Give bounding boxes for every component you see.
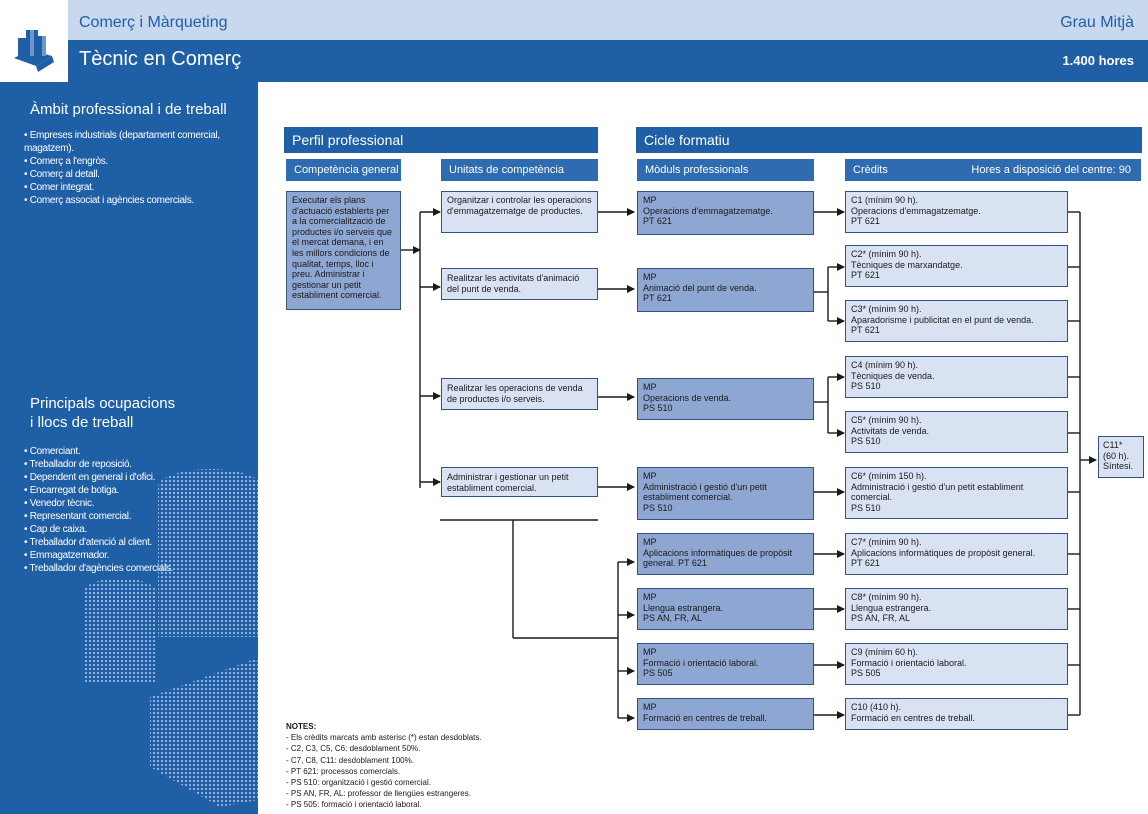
ocupacio-item: Encarregat de botiga.: [24, 484, 244, 497]
credit-text: C7* (mínim 90 h). Aplicacions informàtiq…: [851, 537, 1036, 569]
ambit-item: Comer integrat.: [24, 181, 244, 194]
column-credits: Crèdits Hores a disposició del centre: 9…: [845, 159, 1141, 181]
ocupacions-heading-2: i llocs de treball: [30, 414, 134, 431]
credit-text: C2* (mínim 90 h). Tècniques de marxandat…: [851, 249, 963, 281]
note-line: - PS AN, FR, AL: professor de llengües e…: [286, 789, 471, 799]
unitat-box: Realitzar les operacions de venda de pro…: [441, 378, 598, 410]
competencia-general-box: Executar els plans d'actuació establerts…: [286, 191, 401, 310]
total-hours: 1.400 hores: [1062, 53, 1134, 68]
credit-box: C9 (mínim 60 h). Formació i orientació l…: [845, 643, 1068, 685]
unitat-box: Realitzar les activitats d'animació del …: [441, 268, 598, 300]
ocupacio-item: Treballador de reposició.: [24, 458, 244, 471]
hores-centre-label: Hores a disposició del centre: 90: [971, 164, 1131, 176]
modul-text: MP Animació del punt de venda. PT 621: [643, 272, 757, 304]
modul-box: MP Animació del punt de venda. PT 621: [637, 268, 814, 312]
credit-text: C10 (410 h). Formació en centres de treb…: [851, 702, 976, 723]
app-title: Comerç i Màrqueting: [79, 14, 228, 31]
credit-box: C1 (mínim 90 h). Operacions d'emmagatzem…: [845, 191, 1068, 233]
column-moduls-professionals: Mòduls professionals: [637, 159, 814, 181]
credit-text: C4 (mínim 90 h). Tècniques de venda. PS …: [851, 360, 935, 392]
credit-box: C8* (mínim 90 h). Llengua estrangera. PS…: [845, 588, 1068, 630]
column-competencia-general: Competència general: [286, 159, 401, 181]
ocupacio-item: Comerciant.: [24, 445, 244, 458]
modul-box: MP Operacions d'emmagatzematge. PT 621: [637, 191, 814, 235]
modul-box: MP Llengua estrangera. PS AN, FR, AL: [637, 588, 814, 630]
ambit-heading: Àmbit professional i de treball: [30, 101, 227, 118]
credit-box: C4 (mínim 90 h). Tècniques de venda. PS …: [845, 356, 1068, 398]
modul-text: MP Operacions d'emmagatzematge. PT 621: [643, 195, 773, 227]
left-panel: Àmbit professional i de treball Empreses…: [0, 82, 258, 814]
modul-box: MP Formació i orientació laboral. PS 505: [637, 643, 814, 685]
note-line: - Els crèdits marcats amb asterisc (*) e…: [286, 733, 482, 743]
credit-text: C3* (mínim 90 h). Aparadorisme i publici…: [851, 304, 1034, 336]
unitat-box: Administrar i gestionar un petit establi…: [441, 467, 598, 497]
credit-box: C3* (mínim 90 h). Aparadorisme i publici…: [845, 300, 1068, 342]
section-cicle-formatiu: Cicle formatiu: [636, 127, 1142, 153]
ambit-item: Empreses industrials (departament comerc…: [24, 129, 244, 155]
ocupacio-item: Emmagatzemador.: [24, 549, 244, 562]
modul-box: MP Aplicacions informàtiques de propòsit…: [637, 533, 814, 575]
modul-text: MP Operacions de venda. PS 510: [643, 382, 732, 414]
ocupacions-heading-1: Principals ocupacions: [30, 395, 176, 412]
unitat-text: Realitzar les operacions de venda de pro…: [447, 383, 583, 404]
ocupacio-item: Treballador d'agències comercials.: [24, 562, 244, 575]
credit-text: C1 (mínim 90 h). Operacions d'emmagatzem…: [851, 195, 981, 227]
credit-box: C2* (mínim 90 h). Tècniques de marxandat…: [845, 245, 1068, 287]
ocupacio-item: Representant comercial.: [24, 510, 244, 523]
section-perfil-professional: Perfil professional: [284, 127, 598, 153]
note-line: - PS 505: formació i orientació laboral.: [286, 800, 422, 810]
note-line: - PT 621: processos comercials.: [286, 766, 401, 776]
modul-box: MP Administració i gestió d'un petit est…: [637, 467, 814, 520]
credit-c11-text: C11* (60 h). Síntesi.: [1103, 440, 1134, 472]
credit-box: C10 (410 h). Formació en centres de treb…: [845, 698, 1068, 730]
page-title: Tècnic en Comerç: [79, 48, 242, 70]
competencia-text: Executar els plans d'actuació establerts…: [292, 195, 393, 301]
ocupacio-item: Treballador d'atenció al client.: [24, 536, 244, 549]
note-line: - C7, C8, C11: desdoblament 100%.: [286, 755, 414, 765]
modul-text: MP Llengua estrangera. PS AN, FR, AL: [643, 592, 724, 624]
credit-text: C9 (mínim 60 h). Formació i orientació l…: [851, 647, 967, 679]
unitat-box: Organitzar i controlar les operacions d'…: [441, 191, 598, 233]
notes: NOTES: - Els crèdits marcats amb asteris…: [286, 721, 482, 811]
credit-box: C5* (mínim 90 h). Activitats de venda. P…: [845, 411, 1068, 453]
credit-text: C5* (mínim 90 h). Activitats de venda. P…: [851, 415, 930, 447]
cubes-logo-icon: [0, 0, 68, 82]
ambit-item: Comerç associat i agències comercials.: [24, 194, 244, 207]
column-unitats-competencia: Unitats de competència: [441, 159, 598, 181]
unitat-text: Organitzar i controlar les operacions d'…: [447, 195, 592, 216]
modul-text: MP Administració i gestió d'un petit est…: [643, 471, 767, 513]
ocupacio-item: Dependent en general i d'ofici.: [24, 471, 244, 484]
credit-c11-box: C11* (60 h). Síntesi.: [1098, 436, 1144, 478]
header-top-bar: [0, 0, 1148, 40]
credit-text: C6* (mínim 150 h). Administració i gesti…: [851, 471, 1024, 513]
modul-text: MP Formació en centres de treball.: [643, 702, 768, 723]
ambit-item: Comerç al detall.: [24, 168, 244, 181]
notes-title: NOTES:: [286, 722, 317, 731]
ambit-list: Empreses industrials (departament comerc…: [24, 129, 244, 207]
modul-box: MP Formació en centres de treball.: [637, 698, 814, 730]
credit-text: C8* (mínim 90 h). Llengua estrangera. PS…: [851, 592, 932, 624]
ambit-item: Comerç a l'engròs.: [24, 155, 244, 168]
logo: [0, 0, 68, 82]
credit-box: C7* (mínim 90 h). Aplicacions informàtiq…: [845, 533, 1068, 575]
ocupacio-item: Cap de caixa.: [24, 523, 244, 536]
ocupacions-list: Comerciant.Treballador de reposició.Depe…: [24, 445, 244, 575]
note-line: - C2, C3, C5, C6: desdoblament 50%.: [286, 744, 421, 754]
modul-text: MP Formació i orientació laboral. PS 505: [643, 647, 759, 679]
level-label: Grau Mitjà: [1060, 14, 1134, 31]
header-bottom-bar: [0, 40, 1148, 82]
note-line: - PS 510: organització i gestió comercia…: [286, 778, 431, 788]
credits-label: Crèdits: [853, 164, 888, 176]
modul-text: MP Aplicacions informàtiques de propòsit…: [643, 537, 793, 569]
unitat-text: Administrar i gestionar un petit establi…: [447, 472, 569, 493]
modul-box: MP Operacions de venda. PS 510: [637, 378, 814, 420]
credit-box: C6* (mínim 150 h). Administració i gesti…: [845, 467, 1068, 519]
unitat-text: Realitzar les activitats d'animació del …: [447, 273, 580, 294]
ocupacio-item: Venedor tècnic.: [24, 497, 244, 510]
